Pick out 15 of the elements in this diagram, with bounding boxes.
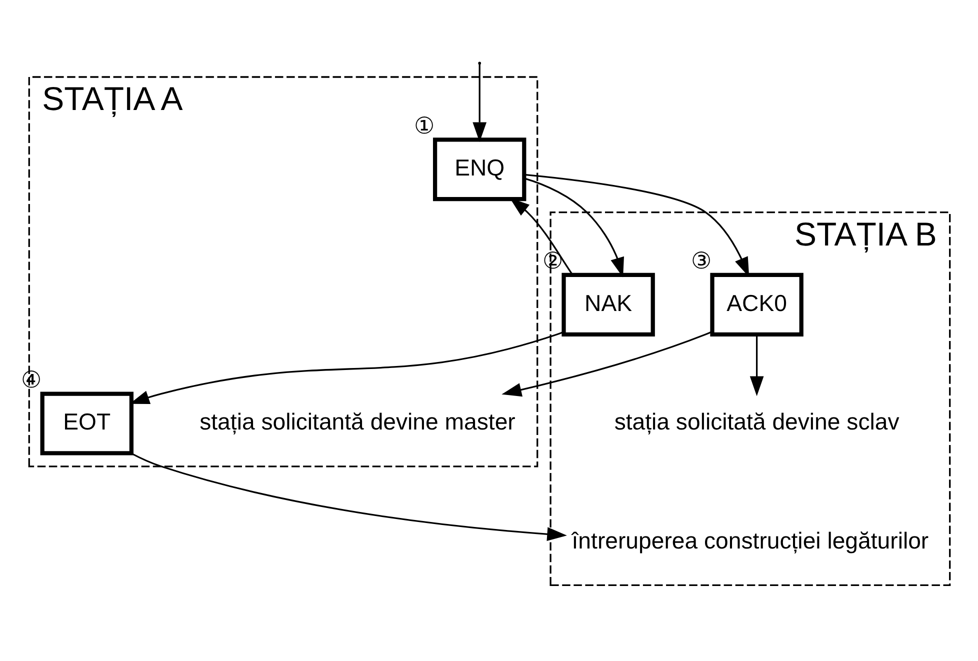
node-box: EOT <box>40 392 133 456</box>
arrow <box>130 452 566 542</box>
node-text: întreruperea construcției legăturilor <box>571 527 928 554</box>
node-box: ENQ <box>432 138 526 202</box>
arrow <box>524 174 749 278</box>
arrow <box>749 334 764 396</box>
arrow <box>501 331 712 397</box>
node-label: ① <box>413 112 434 138</box>
node-text: stația solicitantă devine master <box>199 408 515 435</box>
arrow <box>472 64 486 142</box>
node-label: ③ <box>690 248 712 274</box>
node-box: NAK <box>561 272 654 336</box>
arrow <box>523 178 624 278</box>
node-text: stația solicitată devine sclav <box>614 408 899 435</box>
node-box: ACK0 <box>710 272 803 336</box>
